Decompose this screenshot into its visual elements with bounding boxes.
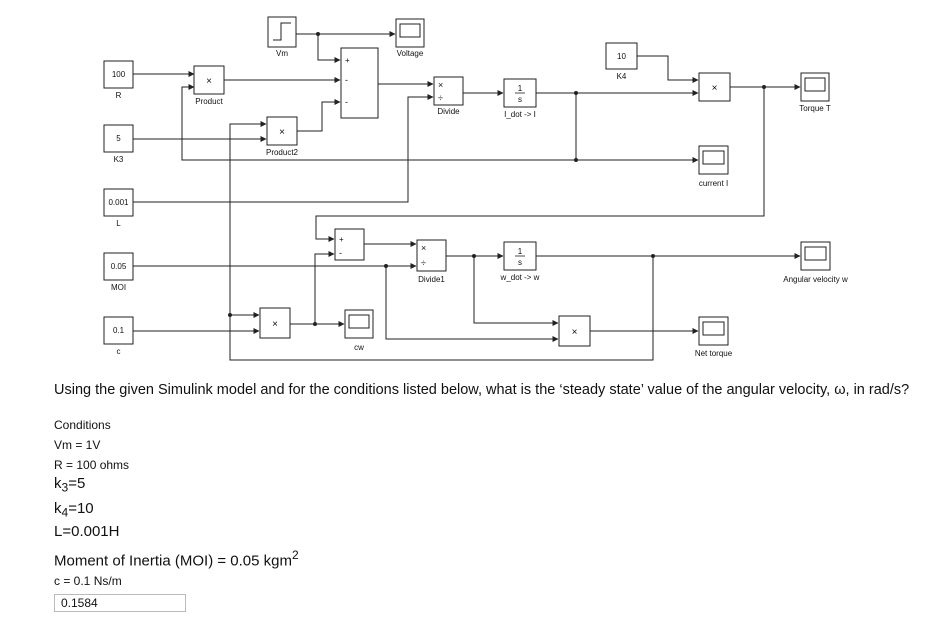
current-scope-label: current I (699, 179, 728, 188)
cw-scope-label: cw (354, 343, 364, 352)
c-constant-block[interactable]: 0.1 c (103, 316, 134, 356)
angular-velocity-scope-label: Angular velocity w (783, 275, 848, 284)
angular-velocity-scope-block[interactable]: Angular velocity w (783, 241, 848, 284)
sum1-sign-minus2: - (345, 97, 348, 107)
c-constant-value: 0.1 (113, 326, 125, 335)
integrator2-num: 1 (518, 247, 523, 256)
c-constant-label: c (117, 347, 121, 356)
r-constant-value: 100 (112, 70, 126, 79)
condition-moi: Moment of Inertia (MOI) = 0.05 kgm2 (54, 548, 299, 570)
simulink-diagram: Vm Voltage 100 R × Product 5 K3 × Produc… (103, 16, 848, 361)
moi-constant-value: 0.05 (111, 262, 127, 271)
product2-op: × (279, 127, 285, 138)
r-constant-block[interactable]: 100 R (103, 60, 134, 100)
k3-constant-block[interactable]: 5 K3 (103, 124, 134, 164)
condition-k3: k3=5 (54, 475, 85, 495)
vm-step-label: Vm (276, 49, 288, 58)
voltage-scope-label: Voltage (397, 49, 424, 58)
product3-op: × (712, 83, 718, 94)
divide-label: Divide (437, 107, 460, 116)
integrator2-den: s (518, 258, 522, 267)
divide-block[interactable]: × ÷ Divide (433, 76, 464, 116)
condition-k3-base: k (54, 475, 62, 492)
integrator1-block[interactable]: 1 s I_dot -> I (503, 78, 537, 119)
sum1-block[interactable]: + - - (340, 47, 379, 119)
sum1-sign-minus1: - (345, 75, 348, 85)
integrator2-block[interactable]: 1 s w_dot -> w (500, 241, 540, 282)
divide1-block[interactable]: × ÷ Divide1 (416, 239, 447, 284)
k4-constant-label: K4 (617, 72, 627, 81)
condition-k4-base: k (54, 500, 62, 517)
product-op: × (206, 76, 212, 87)
sum2-sign-plus: + (339, 235, 344, 244)
answer-input[interactable] (54, 594, 186, 612)
k3-constant-value: 5 (116, 134, 121, 143)
cw-scope-block[interactable]: cw (344, 309, 374, 352)
condition-k3-rest: =5 (68, 475, 86, 492)
product3-block[interactable]: × (698, 72, 731, 102)
condition-r: R = 100 ohms (54, 458, 130, 472)
product-block[interactable]: × Product (193, 65, 225, 106)
condition-k4: k4=10 (54, 500, 94, 520)
integrator1-num: 1 (518, 84, 523, 93)
condition-k4-sub: 4 (61, 505, 69, 520)
sum2-block[interactable]: + - (334, 228, 365, 261)
product2-block[interactable]: × Product2 (266, 116, 299, 157)
k4-constant-block[interactable]: 10 K4 (605, 42, 638, 81)
integrator2-label: w_dot -> w (500, 273, 540, 282)
sum1-sign-plus: + (345, 56, 350, 65)
divide1-op-div: ÷ (421, 258, 426, 268)
torque-scope-label: Torque T (799, 104, 831, 113)
l-constant-block[interactable]: 0.001 L (103, 188, 134, 228)
product-label: Product (195, 97, 223, 106)
current-scope-block[interactable]: current I (698, 145, 729, 188)
l-constant-label: L (116, 219, 121, 228)
condition-moi-text: Moment of Inertia (MOI) = 0.05 kgm (54, 552, 293, 570)
net-torque-scope-label: Net torque (695, 349, 733, 358)
vm-step-block[interactable]: Vm (267, 16, 297, 58)
question-section: Using the given Simulink model and for t… (54, 382, 914, 612)
condition-moi-sup: 2 (292, 548, 299, 562)
voltage-scope-block[interactable]: Voltage (395, 18, 425, 58)
product4-op: × (272, 319, 278, 330)
conditions-heading: Conditions (54, 418, 111, 432)
condition-vm: Vm = 1V (54, 438, 101, 452)
integrator1-den: s (518, 95, 522, 104)
l-constant-value: 0.001 (108, 198, 129, 207)
k3-constant-label: K3 (114, 155, 124, 164)
question-text: Using the given Simulink model and for t… (54, 382, 910, 398)
condition-c: c = 0.1 Ns/m (54, 574, 122, 588)
sum2-sign-minus: - (339, 248, 342, 258)
product5-block[interactable]: × (558, 315, 591, 347)
divide-op-mult: × (438, 80, 443, 90)
condition-k3-sub: 3 (61, 480, 69, 495)
k4-constant-value: 10 (617, 52, 626, 61)
condition-l: L=0.001H (54, 523, 120, 540)
product5-op: × (572, 327, 578, 338)
torque-scope-block[interactable]: Torque T (799, 72, 831, 113)
divide1-label: Divide1 (418, 275, 445, 284)
moi-constant-block[interactable]: 0.05 MOI (103, 252, 134, 292)
net-torque-scope-block[interactable]: Net torque (695, 316, 733, 358)
divide1-op-mult: × (421, 243, 426, 253)
junction-dots (228, 32, 766, 326)
product4-block[interactable]: × (259, 307, 291, 339)
divide-op-div: ÷ (438, 93, 443, 103)
integrator1-label: I_dot -> I (504, 110, 536, 119)
product2-label: Product2 (266, 148, 299, 157)
r-constant-label: R (116, 91, 122, 100)
moi-constant-label: MOI (111, 283, 126, 292)
condition-k4-rest: =10 (68, 500, 94, 517)
